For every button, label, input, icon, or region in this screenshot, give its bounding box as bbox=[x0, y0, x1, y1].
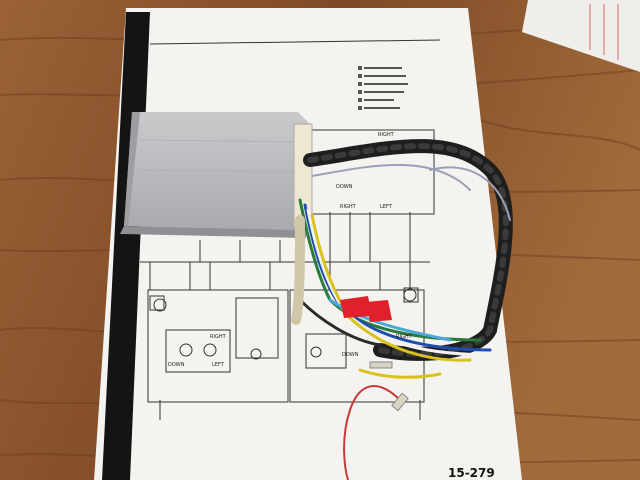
diagram-label-right-top: RIGHT bbox=[378, 132, 394, 138]
diagram-label-right-4: RIGHT bbox=[396, 334, 412, 340]
wire-harness bbox=[291, 139, 513, 480]
diagram-label-right-2: RIGHT bbox=[340, 204, 356, 210]
diagram-legend-marks bbox=[358, 66, 408, 110]
silver-control-module bbox=[120, 112, 313, 238]
diagram-label-down-1: DOWN bbox=[336, 184, 353, 190]
paper-sheet-corner bbox=[522, 0, 640, 72]
diagram-label-down-3: DOWN bbox=[342, 352, 359, 358]
page-number: 15-279 bbox=[448, 466, 495, 480]
diagram-motor-symbols bbox=[149, 287, 419, 360]
wiring-diagram-paper bbox=[94, 8, 522, 480]
diagram-label-left-2: LEFT bbox=[212, 362, 224, 368]
diagram-label-down-2: DOWN bbox=[168, 362, 185, 368]
diagram-label-left: LEFT bbox=[380, 204, 392, 210]
red-connectors bbox=[340, 296, 392, 322]
corner-sheet-lines bbox=[589, 4, 619, 60]
terminal-pins bbox=[369, 361, 409, 412]
diagram-label-right-3: RIGHT bbox=[210, 334, 226, 340]
